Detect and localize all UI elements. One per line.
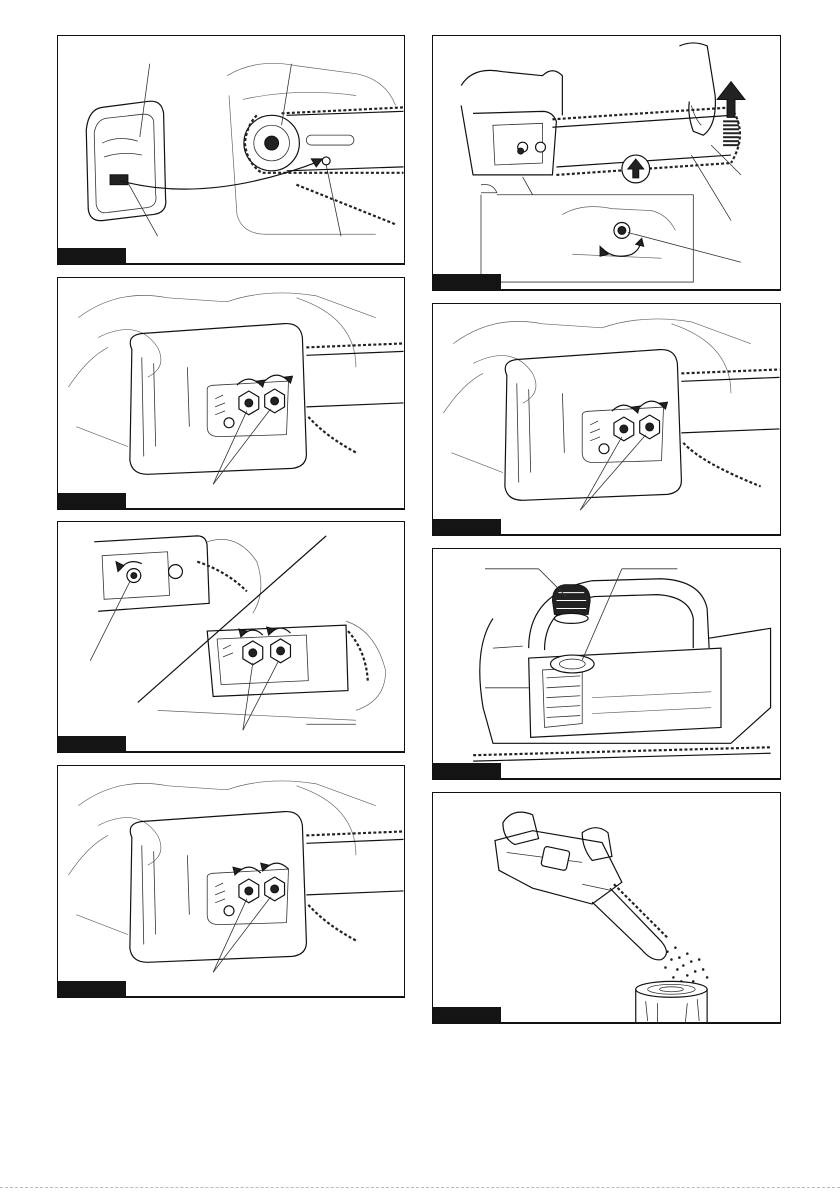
figure-nuts-loosen	[57, 765, 405, 998]
figure-number-tag	[433, 519, 501, 535]
figure-5-illustration	[433, 36, 780, 290]
figure-bottom-rule	[126, 263, 404, 265]
figure-number-tag	[58, 493, 126, 509]
figure-number-tag	[58, 981, 126, 997]
figure-nuts-tighten-final	[432, 303, 781, 536]
figure-bottom-rule	[501, 1022, 780, 1024]
figure-number-tag	[433, 1007, 501, 1023]
figure-bottom-rule	[501, 778, 780, 780]
figure-number-tag	[433, 274, 501, 290]
figure-7-illustration	[433, 549, 780, 779]
figure-sprocket-cover-alignment	[57, 35, 405, 265]
figure-1-illustration	[58, 36, 404, 264]
figure-bottom-rule	[126, 996, 404, 998]
figure-bottom-rule	[501, 289, 780, 291]
figure-bottom-rule	[126, 751, 404, 753]
page-footer-rule	[0, 1187, 840, 1188]
figure-oil-discharge-check	[432, 792, 781, 1024]
figure-number-tag	[433, 763, 501, 779]
figure-chain-tension-check	[432, 35, 781, 291]
figure-number-tag	[58, 736, 126, 752]
figure-4-illustration	[58, 766, 404, 997]
figure-chain-tension-screw-loosen	[57, 521, 405, 753]
figure-8-illustration	[433, 793, 780, 1023]
figure-bottom-rule	[126, 508, 404, 510]
figure-oil-tank-cap	[432, 548, 781, 780]
figure-bottom-rule	[501, 534, 780, 536]
figure-number-tag	[58, 248, 126, 264]
figure-6-illustration	[433, 304, 780, 535]
figure-nuts-tighten	[57, 277, 405, 510]
figure-2-illustration	[58, 278, 404, 509]
figure-3-illustration	[58, 522, 404, 752]
